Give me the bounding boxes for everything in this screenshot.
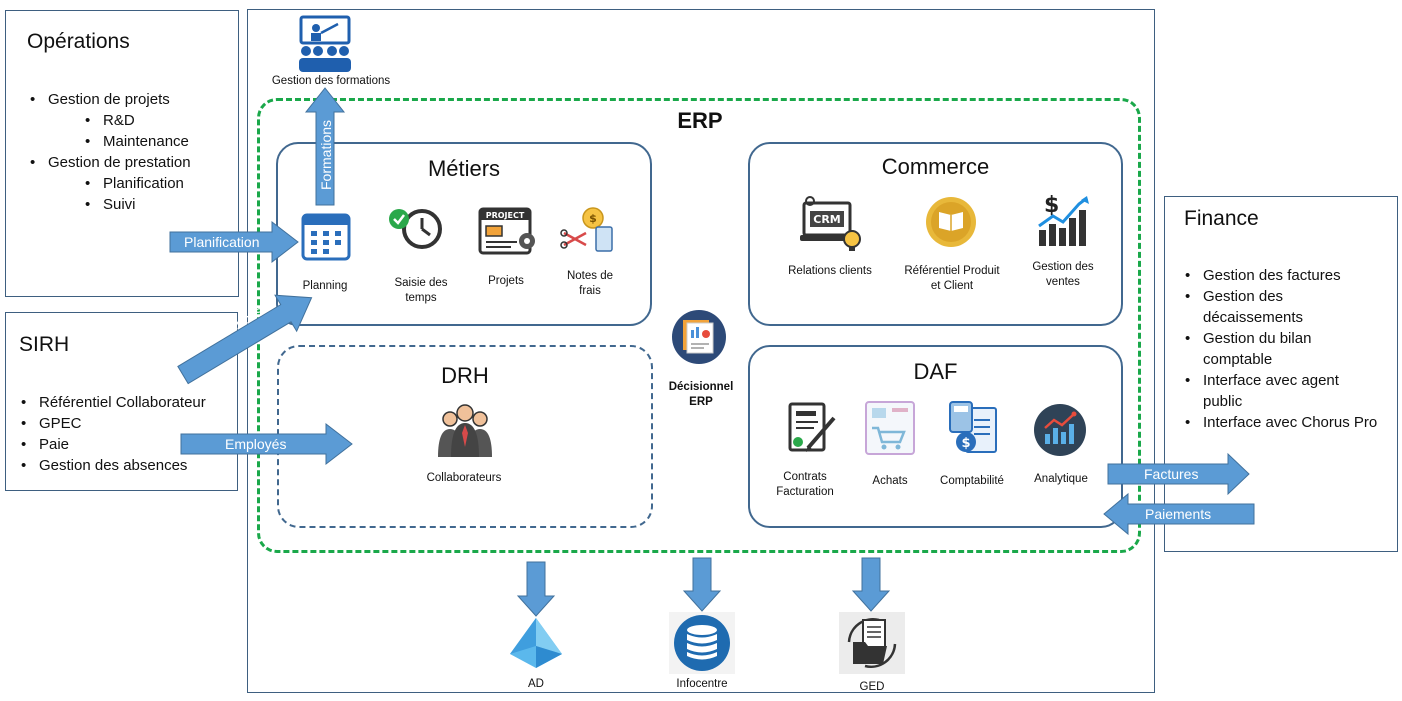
contract-icon — [784, 400, 840, 463]
azure-ad-icon — [506, 616, 566, 675]
catalog-icon — [924, 195, 978, 254]
decisionnel-label: Décisionnel ERP — [668, 381, 734, 408]
list-item: Gestion des absences — [19, 455, 206, 476]
metiers-item-label: Projets — [488, 275, 524, 287]
ged-folder-icon — [839, 612, 905, 679]
purchase-icon — [862, 400, 918, 463]
svg-text:$: $ — [1044, 193, 1059, 218]
finance-panel: Finance Gestion des factures Gestion des… — [1164, 196, 1398, 552]
employes-arrow — [180, 422, 353, 466]
project-icon-text: PROJECT — [486, 211, 525, 220]
infocentre-down-arrow — [682, 557, 722, 612]
svg-text:$: $ — [589, 212, 597, 225]
sirh-title: SIRH — [19, 333, 70, 356]
list-item: R&D — [28, 110, 191, 131]
list-item: Suivi — [28, 194, 191, 215]
commerce-item-label: Relations clients — [788, 265, 872, 277]
operations-panel: Opérations Gestion de projets R&D Mainte… — [5, 10, 239, 297]
metiers-item-label: Planning — [302, 280, 348, 292]
sales-chart-icon: $ — [1033, 190, 1093, 253]
clock-icon — [388, 205, 446, 258]
list-item: Gestion des factures — [1183, 265, 1378, 286]
finance-title: Finance — [1184, 207, 1259, 230]
metiers-item-label: Saisie des temps — [394, 277, 448, 304]
operations-list: Gestion de projets R&D Maintenance Gesti… — [28, 89, 191, 215]
erp-title: ERP — [677, 108, 723, 133]
paiements-arrow — [1103, 492, 1255, 536]
sirh-panel: SIRH Référentiel Collaborateur GPEC Paie… — [5, 312, 238, 491]
list-item: Maintenance — [28, 131, 191, 152]
accounting-icon: $ — [946, 400, 1002, 461]
output-label-ged: GED — [859, 681, 885, 693]
list-item: Gestion de prestation — [28, 152, 191, 173]
commerce-item-label: Référentiel Produit et Client — [904, 265, 1000, 292]
planification-arrow-label: Planification — [184, 234, 260, 250]
sirh-list: Référentiel Collaborateur GPEC Paie Gest… — [19, 392, 206, 476]
daf-item-label: Comptabilité — [940, 475, 1004, 487]
factures-arrow-label: Factures — [1144, 466, 1199, 482]
formations-arrow-label: Formations — [318, 119, 334, 190]
daf-item-label: Achats — [872, 475, 908, 487]
ad-down-arrow — [516, 561, 556, 617]
list-item: Gestion de projets — [28, 89, 191, 110]
analytics-icon — [1032, 402, 1088, 463]
finance-list: Gestion des factures Gestion des décaiss… — [1183, 265, 1378, 433]
employes-arrow-label: Employés — [225, 436, 287, 452]
list-item: Interface avec Chorus Pro — [1183, 412, 1378, 433]
calendar-icon — [300, 210, 352, 267]
list-item: Interface avec agent public — [1183, 370, 1378, 412]
operations-title: Opérations — [27, 30, 130, 53]
drh-title: DRH — [441, 363, 489, 388]
list-item: Paie — [19, 434, 206, 455]
team-icon — [434, 403, 496, 464]
list-item: Gestion du bilan comptable — [1183, 328, 1378, 370]
daf-title: DAF — [913, 359, 958, 384]
drh-item-label: Collaborateurs — [426, 472, 502, 484]
formations-label: Gestion des formations — [271, 75, 391, 87]
absences-arrow — [177, 294, 313, 385]
daf-item-label: Contrats Facturation — [776, 471, 834, 498]
metiers-title: Métiers — [427, 156, 501, 181]
commerce-item-label: Gestion des ventes — [1032, 261, 1094, 288]
list-item: Gestion des décaissements — [1183, 286, 1378, 328]
list-item: Référentiel Collaborateur — [19, 392, 206, 413]
output-label-infocentre: Infocentre — [676, 678, 728, 690]
project-icon: PROJECT — [477, 207, 539, 260]
ged-down-arrow — [851, 557, 891, 612]
training-icon — [294, 14, 356, 79]
factures-arrow — [1107, 452, 1250, 496]
daf-item-label: Analytique — [1034, 473, 1088, 485]
expense-icon: $ — [560, 205, 618, 260]
commerce-title: Commerce — [881, 154, 990, 179]
svg-text:$: $ — [961, 436, 970, 451]
formations-arrow — [304, 87, 346, 206]
dashboard-icon — [670, 308, 728, 371]
crm-icon-text: CRM — [813, 213, 841, 226]
output-label-ad: AD — [528, 678, 544, 690]
metiers-item-label: Notes de frais — [566, 270, 614, 297]
metiers-box: Métiers — [276, 142, 652, 326]
list-item: GPEC — [19, 413, 206, 434]
crm-icon: CRM — [800, 195, 864, 258]
planification-arrow — [169, 220, 299, 264]
database-icon — [669, 612, 735, 679]
list-item: Planification — [28, 173, 191, 194]
paiements-arrow-label: Paiements — [1145, 506, 1212, 522]
